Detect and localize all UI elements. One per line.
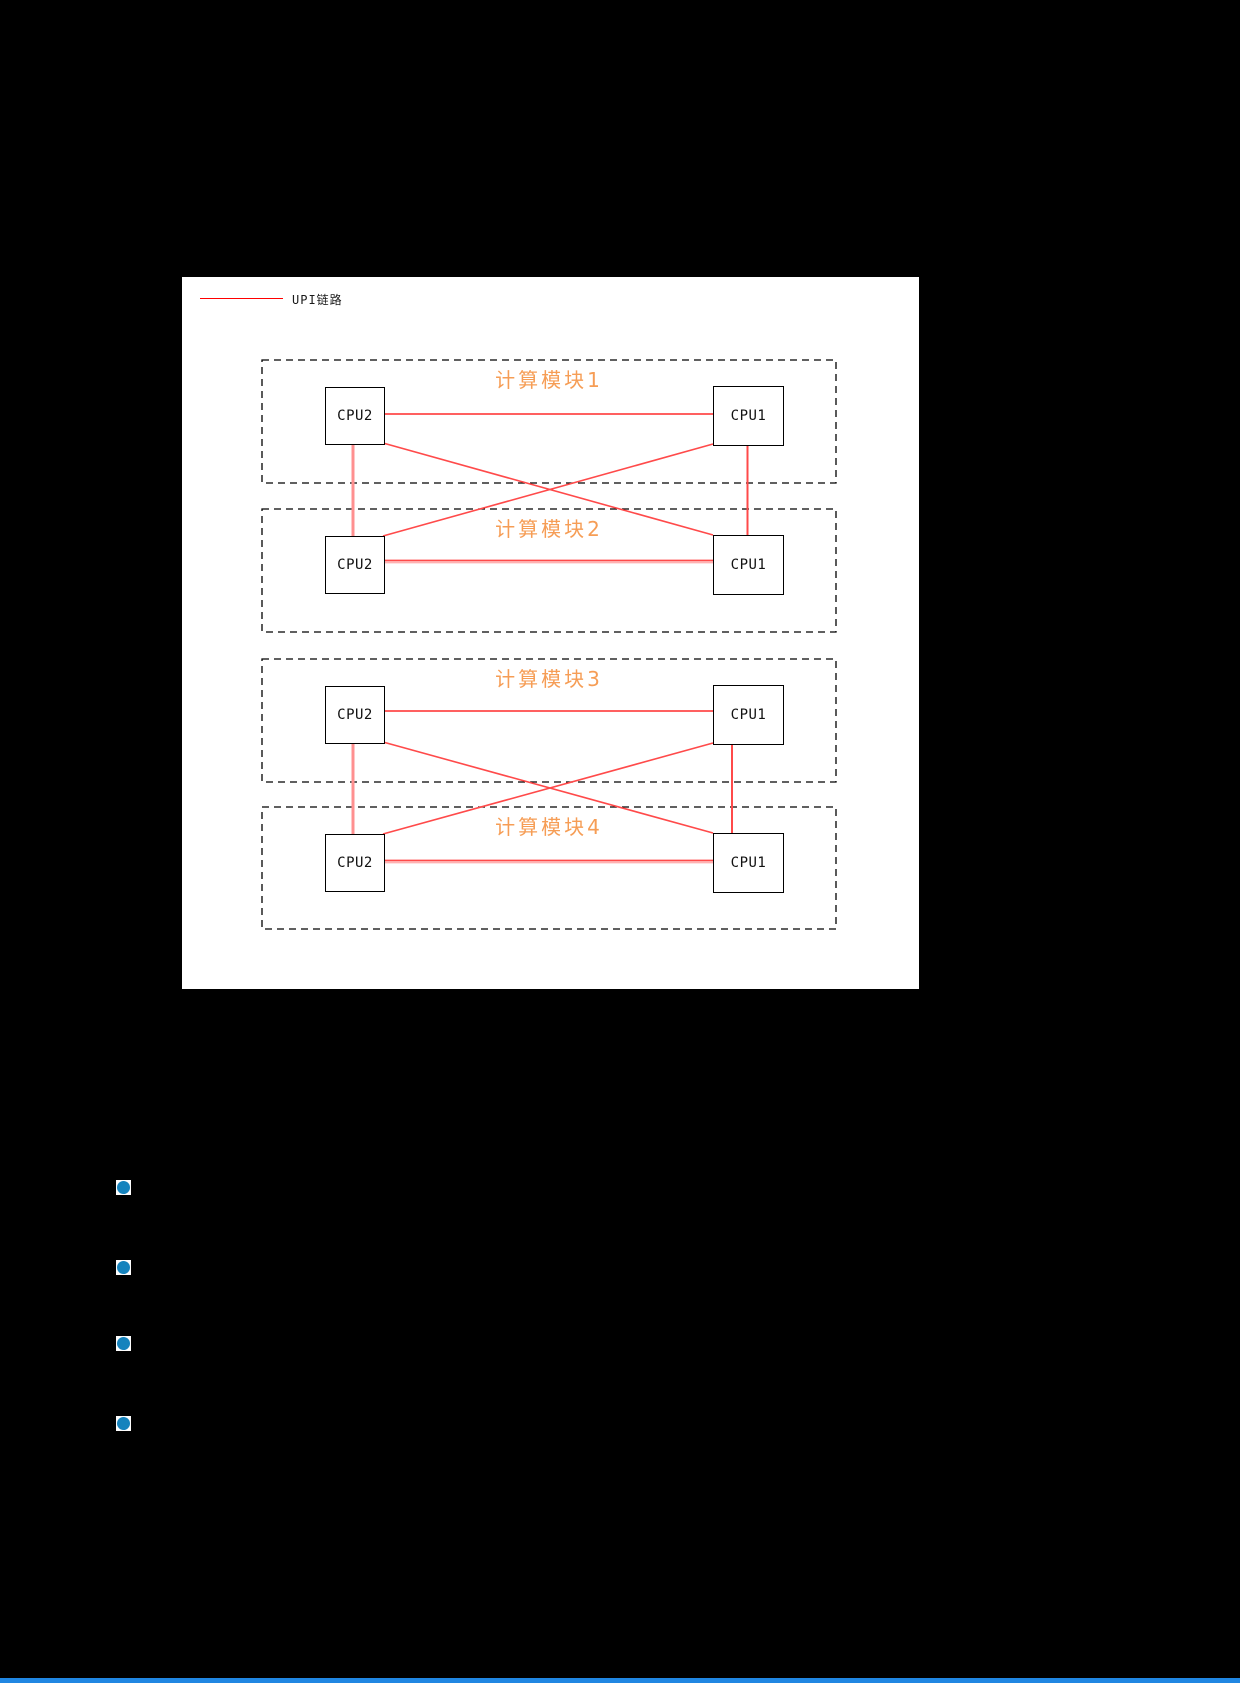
blue-dot-bullet-icon <box>116 1260 131 1275</box>
legend-upi-label: UPI链路 <box>292 293 343 307</box>
blue-dot-bullet-icon <box>116 1180 131 1195</box>
upi-link-m3m4-diagonal-1 <box>382 741 714 834</box>
cpu1-box-module4: CPU1 <box>713 833 784 893</box>
bottom-accent-bar <box>0 1678 1240 1683</box>
bullet-dot <box>117 1261 130 1274</box>
bullet-dot <box>117 1181 130 1194</box>
cpu1-box-module3: CPU1 <box>713 685 784 745</box>
cpu2-box-module2: CPU2 <box>325 536 385 594</box>
cpu2-box-module1: CPU2 <box>325 387 385 445</box>
upi-link-m1m2-diagonal-1 <box>382 442 714 536</box>
cpu2-box-module3: CPU2 <box>325 686 385 744</box>
module-frame-1 <box>261 359 837 484</box>
blue-dot-bullet-icon <box>116 1416 131 1431</box>
module-frame-2 <box>261 508 837 633</box>
module-title: 计算模块3 <box>495 667 603 691</box>
figure-panel: UPI链路 计算模块1 CPU2 CPU1 计算模块2 CPU2 CPU1 计算… <box>182 277 919 989</box>
module-frame-3 <box>261 658 837 783</box>
cpu1-box-module2: CPU1 <box>713 535 784 595</box>
connections-layer <box>261 359 837 930</box>
cpu2-box-module4: CPU2 <box>325 834 385 892</box>
blue-dot-bullet-icon <box>116 1336 131 1351</box>
module-box-1: 计算模块1 CPU2 CPU1 <box>262 360 836 483</box>
legend-upi-line <box>200 298 283 299</box>
module-title: 计算模块1 <box>495 368 603 392</box>
cpu1-box-module1: CPU1 <box>713 386 784 446</box>
bullet-dot <box>117 1337 130 1350</box>
module-title: 计算模块2 <box>495 517 603 541</box>
module-box-4: 计算模块4 CPU2 CPU1 <box>262 807 836 929</box>
module-box-3: 计算模块3 CPU2 CPU1 <box>262 659 836 782</box>
bullet-dot <box>117 1417 130 1430</box>
module-title: 计算模块4 <box>495 815 603 839</box>
upi-link-m3m4-diagonal-2 <box>382 742 714 835</box>
module-box-2: 计算模块2 CPU2 CPU1 <box>262 509 836 632</box>
upi-link-m1m2-diagonal-2 <box>382 443 714 537</box>
